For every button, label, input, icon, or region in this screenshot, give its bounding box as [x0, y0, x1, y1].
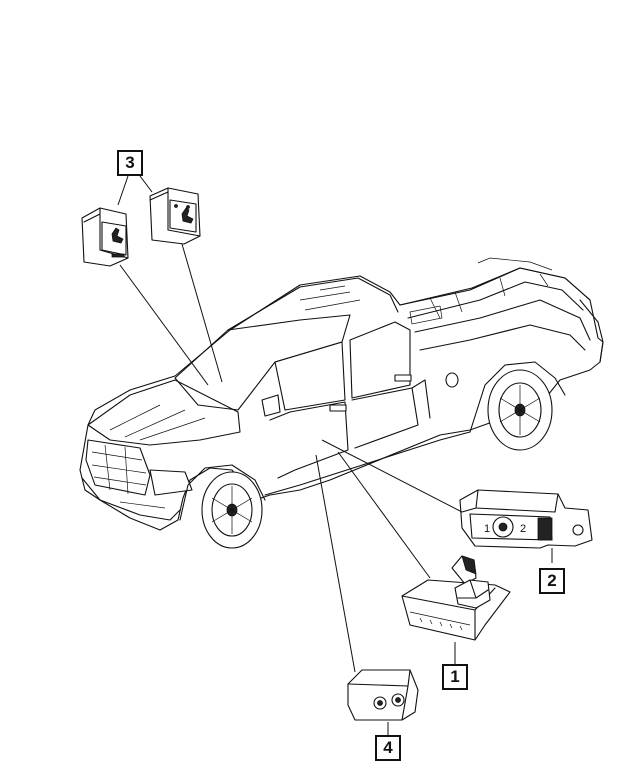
- seat-heater-switch-icon: [81, 187, 201, 267]
- switch-module-icon: [347, 669, 419, 721]
- switch-2-label-left: 1: [484, 523, 490, 535]
- power-seat-switch-icon: [401, 555, 511, 641]
- callout-4: 4: [375, 735, 401, 761]
- pickup-truck-illustration: [79, 257, 604, 549]
- leader-lines: [117, 175, 553, 735]
- callout-1: 1: [442, 664, 468, 690]
- switch-2-label-right: 2: [520, 523, 526, 535]
- callout-2: 2: [539, 568, 565, 594]
- memory-seat-switch-icon: 1 2: [459, 489, 593, 549]
- callout-3: 3: [117, 150, 143, 176]
